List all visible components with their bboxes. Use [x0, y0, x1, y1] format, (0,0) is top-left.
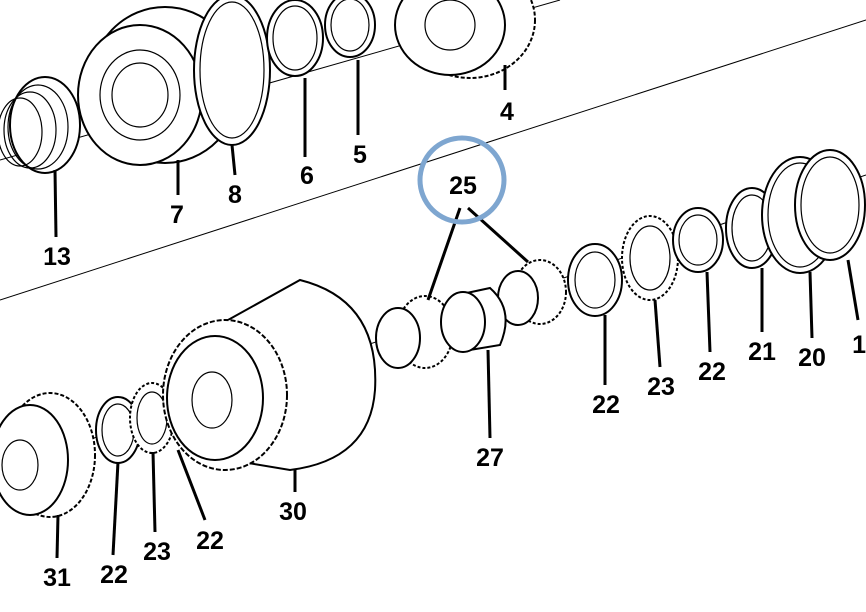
label-part-19: 19	[852, 331, 866, 359]
part-31-gear	[0, 392, 96, 518]
label-part-23: 23	[647, 373, 675, 401]
label-part-27: 27	[476, 444, 504, 472]
part-22-washer-a	[567, 243, 623, 317]
part-4-gear	[394, 0, 536, 79]
highlight-circle	[417, 135, 507, 225]
part-6-ring	[266, 0, 324, 77]
label-part-4: 4	[500, 98, 514, 126]
label-part-6: 6	[300, 162, 314, 190]
label-part-13: 13	[43, 243, 71, 271]
part-8-ring	[193, 0, 271, 146]
label-part-25: 25	[449, 172, 477, 200]
section-divider-line	[0, 19, 866, 301]
label-part-22: 22	[196, 527, 224, 555]
label-part-8: 8	[228, 181, 242, 209]
label-part-22: 22	[592, 391, 620, 419]
label-part-21: 21	[748, 338, 776, 366]
part-5-ring	[324, 0, 376, 58]
label-part-31: 31	[43, 564, 71, 592]
label-part-23: 23	[143, 538, 171, 566]
part-22-washer-b	[672, 207, 724, 273]
part-7-bearing-housing	[77, 6, 241, 166]
part-23-needle-bearing-upper	[621, 215, 679, 301]
label-part-22: 22	[698, 358, 726, 386]
leader-lines	[53, 60, 860, 559]
label-part-22: 22	[100, 561, 128, 589]
part-19-ring	[794, 149, 866, 261]
label-part-5: 5	[353, 141, 367, 169]
part-25-needle-bearings	[375, 259, 567, 369]
part-30-drum-gear	[162, 278, 377, 472]
part-27-spacer	[440, 286, 507, 353]
part-13-spring-pack	[0, 76, 81, 174]
label-part-20: 20	[798, 344, 826, 372]
label-part-7: 7	[170, 201, 184, 229]
label-part-30: 30	[279, 498, 307, 526]
